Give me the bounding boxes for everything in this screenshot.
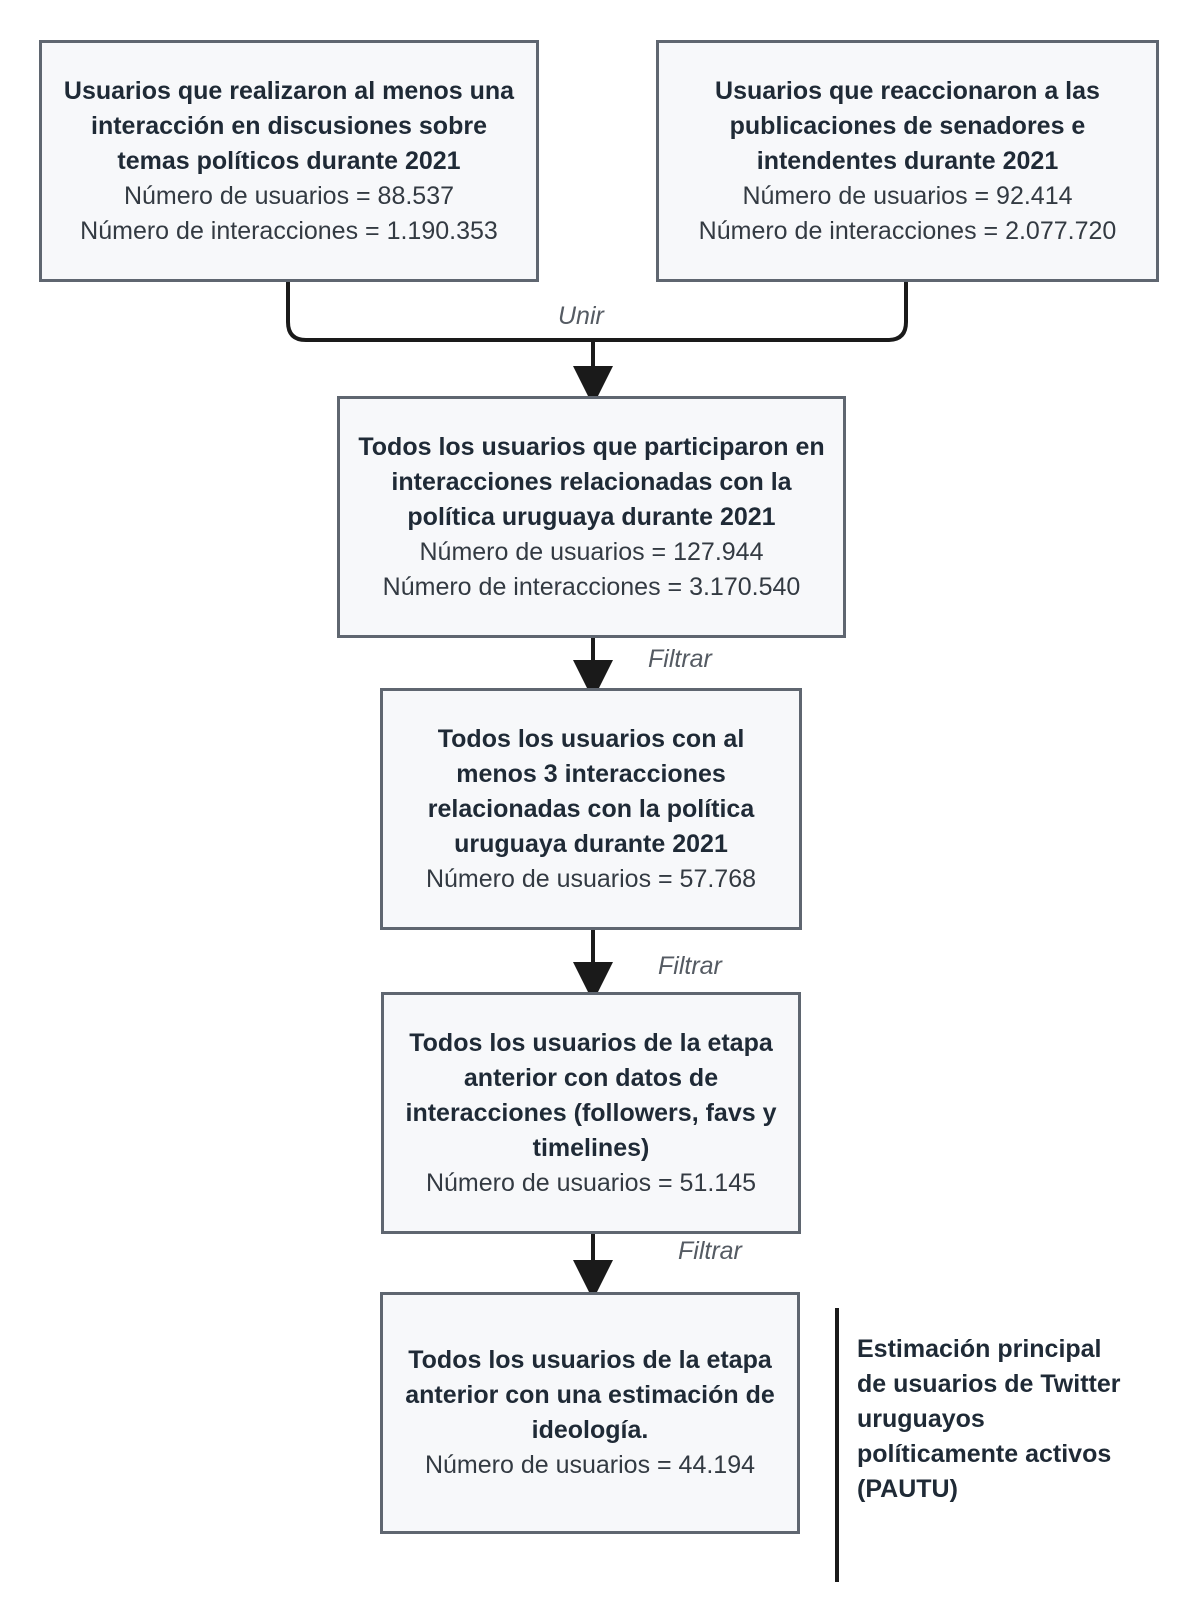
filter3-label: Filtrar <box>678 1237 742 1265</box>
merge-connector <box>286 280 908 342</box>
node-title: Todos los usuarios que participaron en i… <box>358 432 825 531</box>
node-discussions: Usuarios que realizaron al menos una int… <box>39 40 539 282</box>
node-users: Número de usuarios = 92.414 <box>742 181 1073 210</box>
node-title: Usuarios que realizaron al menos una int… <box>63 76 515 175</box>
merge-label: Unir <box>558 302 604 330</box>
node-with-data: Todos los usuarios de la etapa anterior … <box>381 992 801 1234</box>
node-interactions: Número de interacciones = 2.077.720 <box>698 216 1117 245</box>
filter1-label: Filtrar <box>648 645 712 673</box>
node-users: Número de usuarios = 127.944 <box>419 537 764 566</box>
filter2-label: Filtrar <box>658 952 722 980</box>
node-users: Número de usuarios = 88.537 <box>123 181 455 210</box>
node-all-users: Todos los usuarios que participaron en i… <box>337 396 846 638</box>
node-users: Número de usuarios = 44.194 <box>424 1451 756 1479</box>
node-title: Todos los usuarios de la etapa anterior … <box>405 1028 777 1162</box>
node-min3: Todos los usuarios con al menos 3 intera… <box>380 688 802 930</box>
node-ideology: Todos los usuarios de la etapa anterior … <box>380 1292 800 1534</box>
node-title: Todos los usuarios de la etapa anterior … <box>405 1346 775 1444</box>
node-users: Número de usuarios = 57.768 <box>425 864 757 893</box>
node-interactions: Número de interacciones = 1.190.353 <box>80 216 498 245</box>
node-users: Número de usuarios = 51.145 <box>425 1168 757 1197</box>
side-note: Estimación principal de usuarios de Twit… <box>857 1335 1121 1503</box>
node-title: Usuarios que reaccionaron a las publicac… <box>715 76 1100 175</box>
node-reactions: Usuarios que reaccionaron a las publicac… <box>656 40 1159 282</box>
node-title: Todos los usuarios con al menos 3 intera… <box>427 724 755 858</box>
node-interactions: Número de interacciones = 3.170.540 <box>382 572 801 601</box>
